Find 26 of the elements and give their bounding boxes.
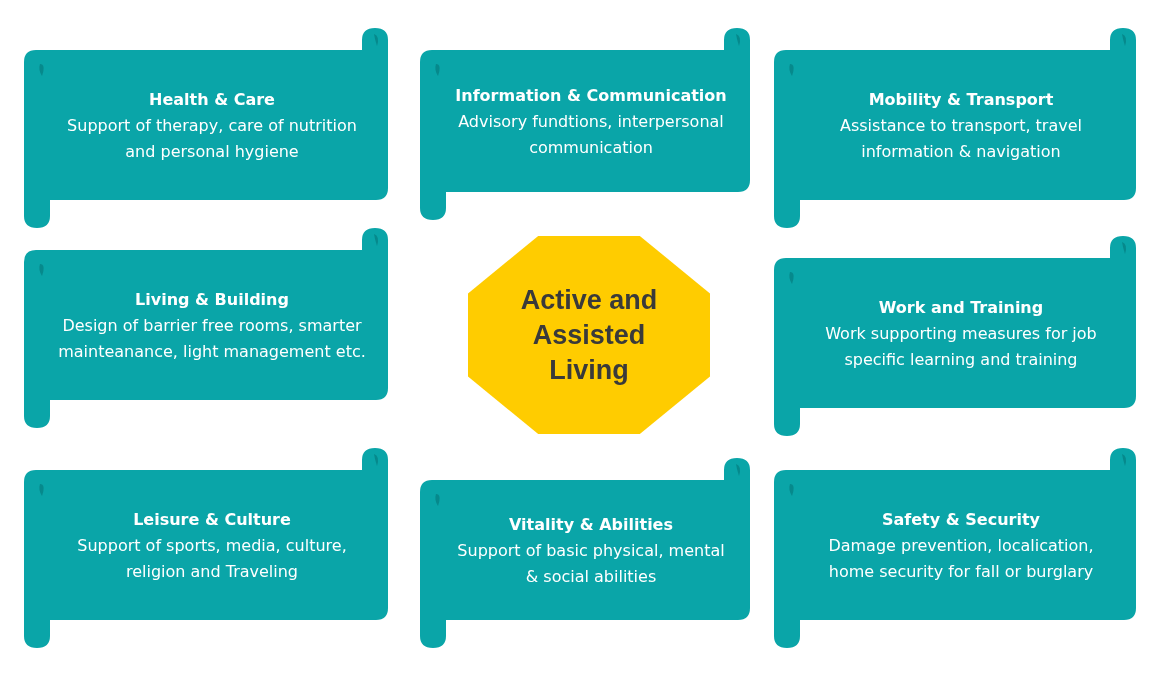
banner-text: Design of barrier free rooms, smarter mainteanance, light management etc.: [57, 315, 367, 363]
banner-text: Support of therapy, care of nutrition and personal hygiene: [66, 115, 358, 163]
banner-text: Support of basic physical, mental & social abilities: [456, 540, 726, 588]
banner-text: Assistance to transport, travel information & navigation: [839, 115, 1083, 163]
banner-heading: Information & Communication: [455, 85, 727, 107]
scroll-banner: [774, 28, 1136, 228]
banner-heading: Safety & Security: [882, 509, 1040, 531]
scroll-banner: [24, 228, 388, 428]
banner-heading: Living & Building: [135, 289, 289, 311]
scroll-banner: [774, 236, 1136, 436]
octagon-shape: [468, 236, 710, 434]
banner-text: Work supporting measures for job specific learning and training: [824, 323, 1098, 371]
banner-heading: Health & Care: [149, 89, 275, 111]
banner-text: Support of sports, media, culture, religion and Traveling: [76, 535, 348, 583]
center-title: Active and Assisted Living: [519, 283, 659, 387]
scroll-banner: [420, 28, 750, 220]
banner-text: Advisory fundtions, interpersonal communication: [457, 111, 725, 159]
scroll-banner: [24, 28, 388, 228]
banner-heading: Leisure & Culture: [133, 509, 291, 531]
scroll-banner: [420, 458, 750, 648]
banner-heading: Vitality & Abilities: [509, 514, 673, 536]
banner-text: Damage prevention, localication, home security for fall or burglary: [827, 535, 1095, 583]
scroll-banner: [774, 448, 1136, 648]
scroll-banner: [24, 448, 388, 648]
banner-heading: Work and Training: [878, 297, 1044, 319]
banner-heading: Mobility & Transport: [868, 89, 1054, 111]
